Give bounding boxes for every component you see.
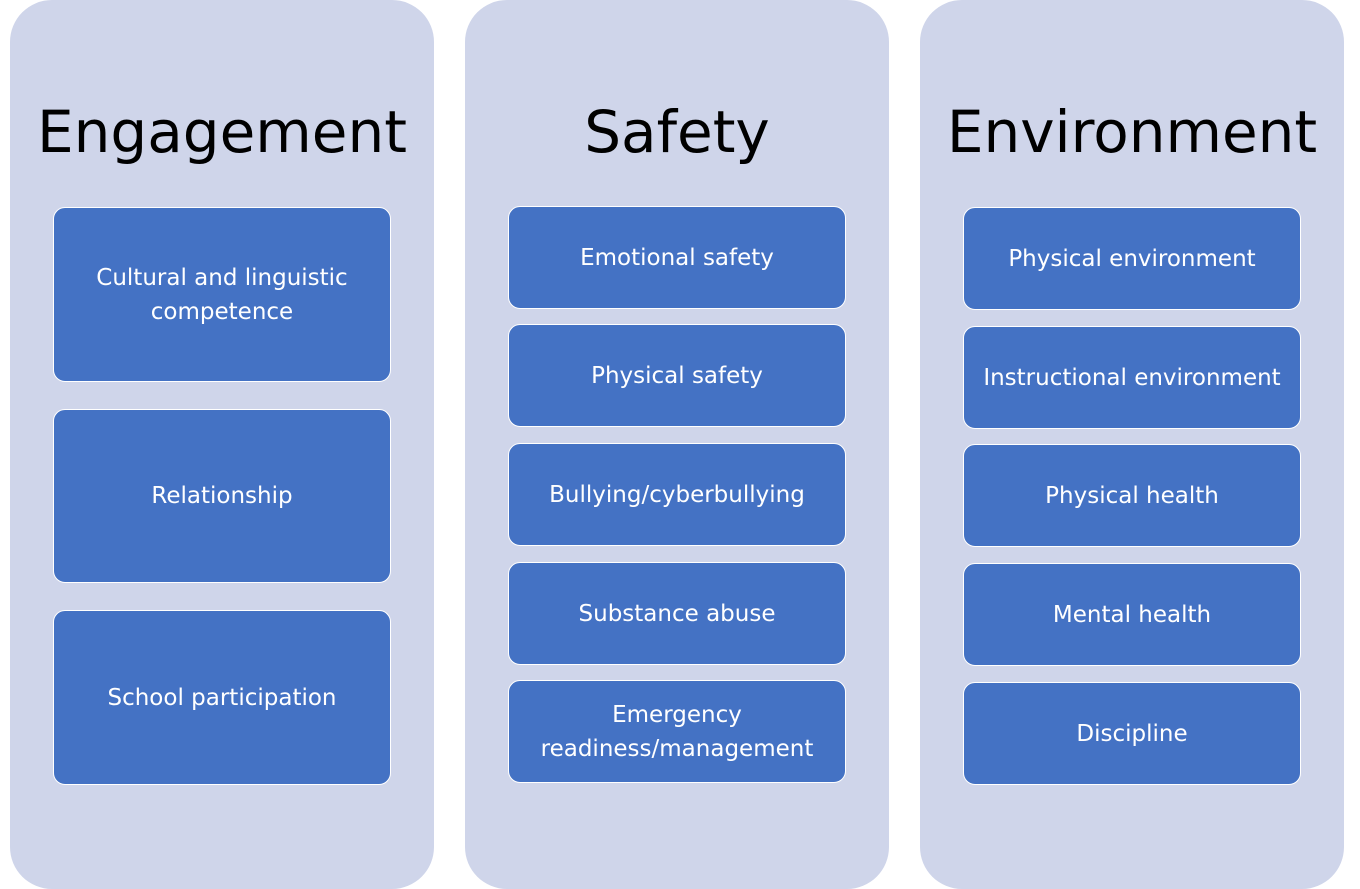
item-mental-health: Mental health: [963, 563, 1301, 666]
item-substance-abuse: Substance abuse: [508, 562, 846, 665]
item-bullying-cyberbullying: Bullying/cyberbullying: [508, 443, 846, 546]
item-label: Emotional safety: [580, 244, 774, 271]
item-label: Physical safety: [591, 362, 763, 389]
column-title-safety: Safety: [584, 98, 770, 166]
column-safety: Safety Emotional safety Physical safety …: [465, 0, 889, 889]
item-school-participation: School participation: [53, 610, 391, 785]
item-label: Mental health: [1052, 601, 1212, 628]
item-label: Substance abuse: [578, 600, 776, 627]
item-label: Instructional environment: [983, 364, 1281, 391]
item-instructional-environment: Instructional environment: [963, 326, 1301, 429]
column-title-engagement: Engagement: [37, 98, 407, 166]
item-label: Emergency readiness/management: [540, 701, 814, 762]
item-discipline: Discipline: [963, 682, 1301, 785]
item-label: Physical health: [1045, 482, 1219, 509]
item-label: Cultural and linguistic competence: [96, 264, 348, 325]
item-label: Discipline: [1076, 720, 1188, 747]
column-environment: Environment Physical environment Instruc…: [920, 0, 1344, 889]
item-emergency-readiness: Emergency readiness/management: [508, 680, 846, 783]
item-emotional-safety: Emotional safety: [508, 206, 846, 309]
item-cultural-linguistic-competence: Cultural and linguistic competence: [53, 207, 391, 382]
item-label: School participation: [107, 684, 337, 711]
item-label: Bullying/cyberbullying: [549, 481, 805, 508]
item-physical-safety: Physical safety: [508, 324, 846, 427]
item-relationship: Relationship: [53, 409, 391, 583]
item-physical-health: Physical health: [963, 444, 1301, 547]
column-title-environment: Environment: [946, 98, 1318, 166]
item-label: Physical environment: [1008, 245, 1256, 272]
item-physical-environment: Physical environment: [963, 207, 1301, 310]
column-engagement: Engagement Cultural and linguistic compe…: [10, 0, 434, 889]
item-label: Relationship: [151, 483, 293, 509]
